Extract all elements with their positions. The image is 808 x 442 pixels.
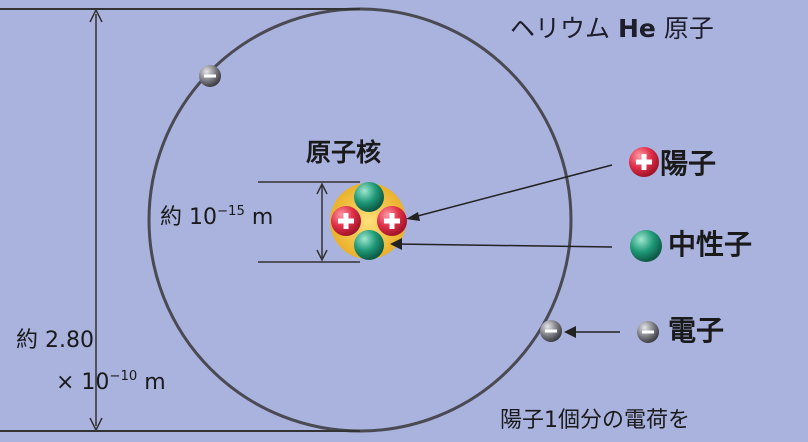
nucleus-size-unit: m [244,205,274,230]
legend-electron-label: 電子 [668,314,725,347]
neutron-top [354,182,384,212]
atom-size-arrowhead-bottom [89,417,103,432]
proton-right [377,206,407,236]
atom-size-arrowhead-top [89,8,103,23]
atom-size-unit: m [137,370,166,395]
title-symbol: He [617,14,656,43]
atom-size-line1: 約 2.80 [16,328,94,353]
diagram-title: ヘリウム He 原子 [510,16,714,41]
title-kana: ヘリウム [510,14,611,43]
neutron-pointer-head [390,238,402,250]
electron-upper-left [199,65,221,87]
title-suffix: 原子 [663,14,714,43]
nucleus-label: 原子核 [306,138,382,167]
proton-pointer-head [406,212,420,221]
nucleus-size-arrowhead-bottom [316,249,328,262]
legend-proton-label: 陽子 [660,147,717,180]
neutron-bottom [354,230,384,260]
nucleus-size-label: 約 10−15 m [160,203,274,230]
proton-left [331,206,361,236]
electron-lower-right [540,320,562,342]
nucleus-size-exponent: −15 [217,203,245,219]
legend-neutron-icon [630,230,662,262]
atom-size-line2: × 10−10 m [56,368,166,395]
charge-note: 陽子1個分の電荷を [500,408,690,433]
nucleus-size-prefix: 約 10 [160,205,217,230]
proton-pointer [409,164,613,219]
electron-pointer-head [564,326,576,338]
nucleus-size-arrowhead-top [316,182,328,195]
legend-proton-icon [629,147,659,177]
atom-size-prefix: × 10 [56,370,110,395]
neutron-pointer [395,243,613,248]
atom-size-exponent: −10 [109,368,138,384]
legend-neutron-label: 中性子 [668,228,753,261]
legend-electron-icon [637,321,659,343]
nucleus-halo [330,183,406,259]
